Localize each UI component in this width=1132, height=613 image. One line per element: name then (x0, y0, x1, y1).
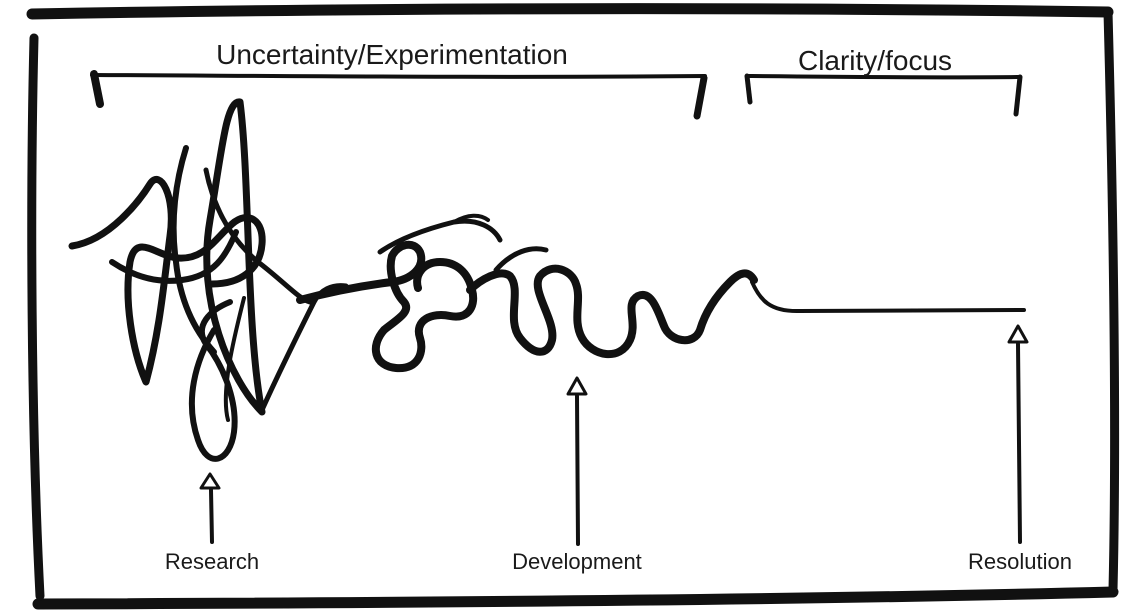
arrow-up-icon (566, 376, 588, 396)
marker-label-resolution: Resolution (968, 549, 1072, 574)
arrow-up-icon (199, 472, 221, 490)
marker-resolution: Resolution (968, 324, 1072, 574)
marker-research: Research (165, 472, 259, 574)
marker-development: Development (512, 376, 642, 574)
process-squiggle (68, 98, 1026, 462)
phase-label-clarity: Clarity/focus (798, 45, 952, 76)
frame-border (26, 3, 1120, 610)
phase-label-uncertainty: Uncertainty/Experimentation (216, 39, 568, 70)
marker-label-development: Development (512, 549, 642, 574)
phase-bracket-clarity (744, 73, 1023, 117)
phase-bracket-uncertainty (90, 70, 708, 120)
marker-label-research: Research (165, 549, 259, 574)
arrow-up-icon (1007, 324, 1029, 344)
